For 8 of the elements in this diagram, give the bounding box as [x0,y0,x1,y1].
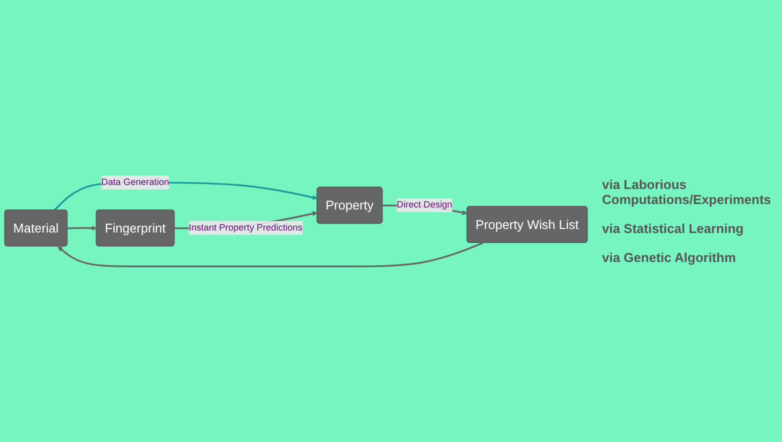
arrow [58,242,484,268]
edge-label: Data Generation [101,177,170,188]
annotation-text: via Genetic Algorithm [602,250,737,265]
annotation-text: via Laborious Computations/Experiments [602,177,772,207]
edge-label: Direct Design [396,200,452,210]
edge-label: Instant Property Predictions [188,222,302,233]
arrow [68,226,97,231]
annotation-text: via Statistical Learning [602,221,745,236]
